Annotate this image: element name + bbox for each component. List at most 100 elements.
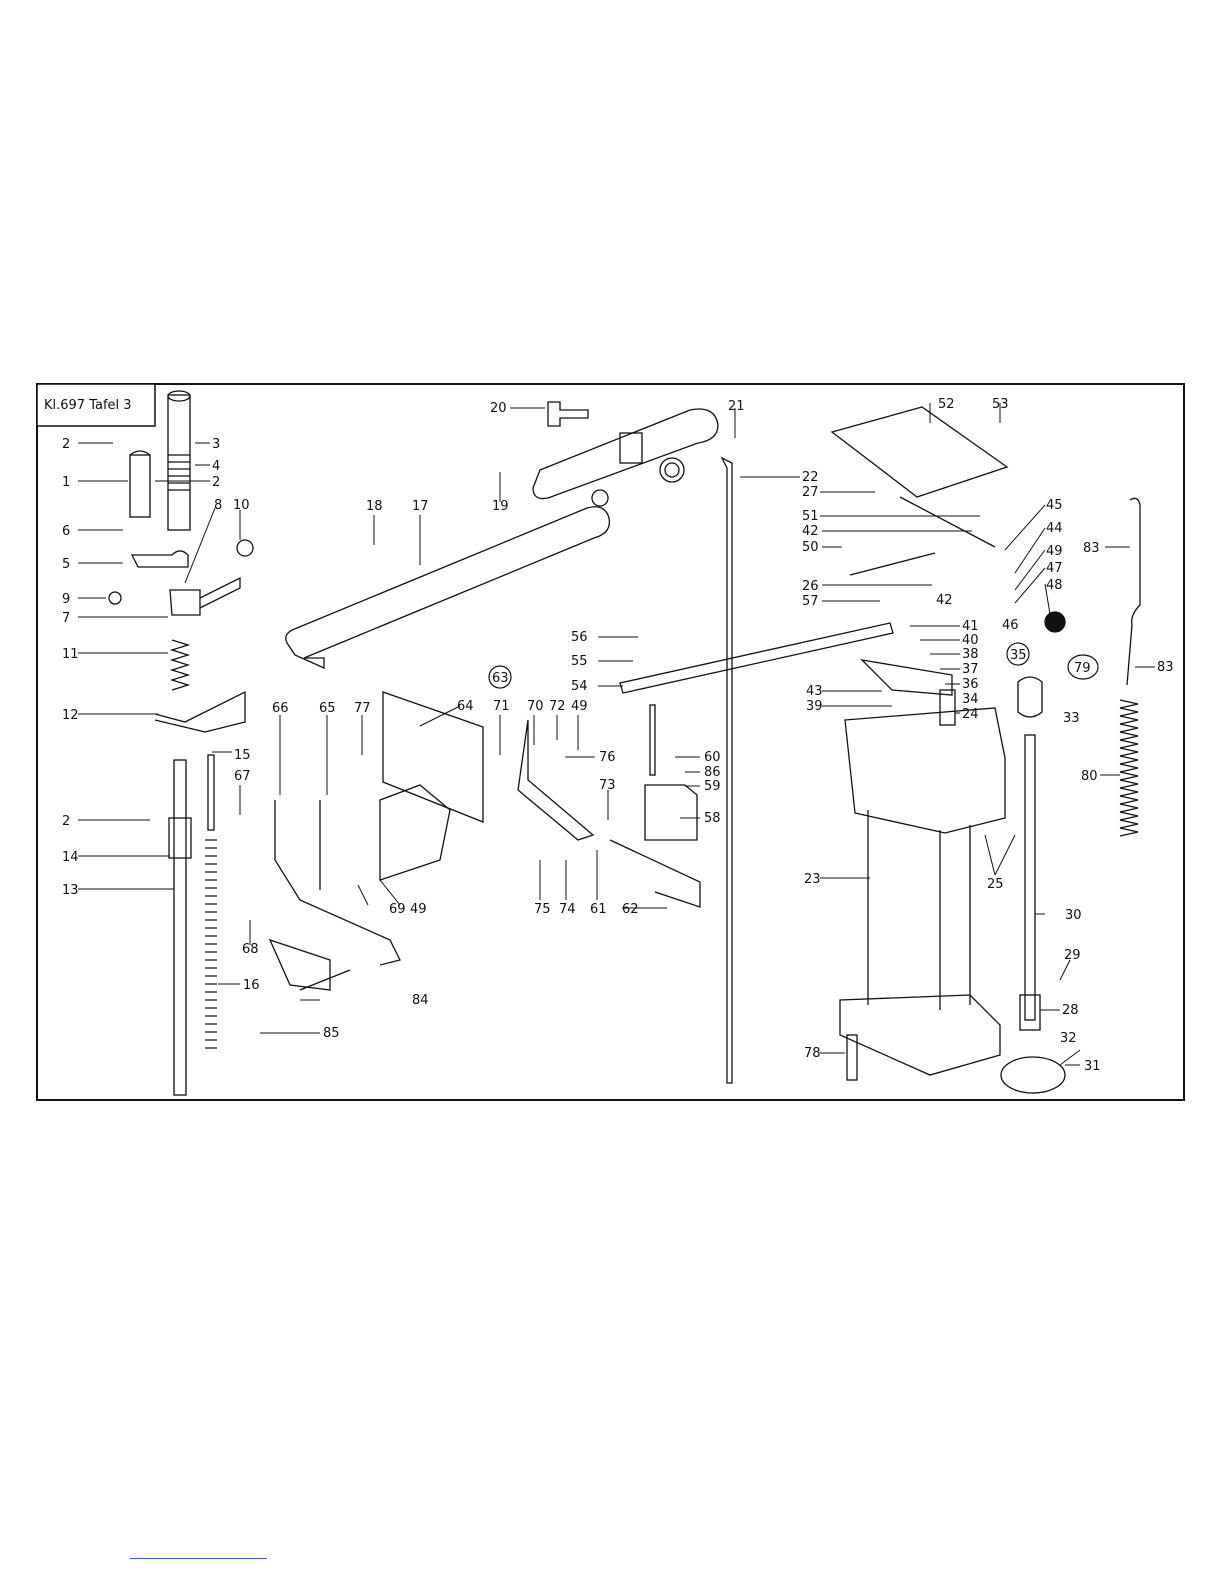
label-part-80: 80 — [1081, 769, 1098, 784]
label-part-7: 7 — [62, 611, 70, 626]
label-part-74: 74 — [559, 902, 576, 917]
lever-66 — [275, 800, 400, 965]
label-part-1: 1 — [62, 475, 70, 490]
label-part-57: 57 — [802, 594, 819, 609]
rod-15 — [208, 755, 214, 830]
label-part-33: 33 — [1063, 711, 1080, 726]
circled-ref-63: 63 — [489, 666, 511, 688]
label-part-49: 49 — [571, 699, 588, 714]
label-part-13: 13 — [62, 883, 79, 898]
label-part-34: 34 — [962, 692, 979, 707]
label-part-29: 29 — [1064, 948, 1081, 963]
label-part-20: 20 — [490, 401, 507, 416]
pin-1 — [130, 455, 150, 517]
label-part-69: 69 — [389, 902, 406, 917]
lever-19 — [533, 409, 718, 499]
bar-54 — [620, 623, 893, 693]
lever-17 — [286, 507, 610, 668]
bolt-20 — [548, 402, 588, 426]
label-part-54: 54 — [571, 679, 588, 694]
label-part-76: 76 — [599, 750, 616, 765]
label-part-86: 86 — [704, 765, 721, 780]
plate-12 — [155, 692, 245, 732]
label-part-19: 19 — [492, 499, 509, 514]
label-part-46: 46 — [1002, 618, 1019, 633]
label-part-73: 73 — [599, 778, 616, 793]
label-part-25: 25 — [987, 877, 1004, 892]
label-part-71: 71 — [493, 699, 510, 714]
label-part-39: 39 — [806, 699, 823, 714]
plate-52 — [832, 407, 1007, 497]
clip-84 — [270, 940, 330, 990]
lever-70 — [518, 720, 593, 840]
label-part-15: 15 — [234, 748, 251, 763]
label-part-42: 42 — [936, 593, 953, 608]
label-part-56: 56 — [571, 630, 588, 645]
footnote-rule — [130, 1558, 267, 1559]
svg-text:79: 79 — [1074, 661, 1091, 676]
label-part-4: 4 — [212, 459, 220, 474]
label-part-55: 55 — [571, 654, 588, 669]
circled-ref-79: 79 — [1068, 655, 1098, 679]
label-part-47: 47 — [1046, 561, 1063, 576]
label-part-78: 78 — [804, 1046, 821, 1061]
label-part-30: 30 — [1065, 908, 1082, 923]
label-part-65: 65 — [319, 701, 336, 716]
label-part-67: 67 — [234, 769, 251, 784]
knob-48 — [1045, 612, 1065, 632]
label-part-24: 24 — [962, 707, 979, 722]
label-part-21: 21 — [728, 399, 745, 414]
label-part-77: 77 — [354, 701, 371, 716]
block-58 — [645, 785, 697, 840]
label-part-23: 23 — [804, 872, 821, 887]
bracket-7 — [170, 578, 240, 615]
label-part-52: 52 — [938, 397, 955, 412]
bracket-62 — [610, 840, 700, 907]
label-part-53: 53 — [992, 397, 1009, 412]
label-part-45: 45 — [1046, 498, 1063, 513]
label-part-5: 5 — [62, 557, 70, 572]
label-part-10: 10 — [233, 498, 250, 513]
label-part-49: 49 — [1046, 544, 1063, 559]
foot-base — [840, 995, 1000, 1075]
label-part-61: 61 — [590, 902, 607, 917]
label-part-70: 70 — [527, 699, 544, 714]
label-part-9: 9 — [62, 592, 70, 607]
label-part-2: 2 — [62, 814, 70, 829]
label-part-83: 83 — [1083, 541, 1100, 556]
label-part-26: 26 — [802, 579, 819, 594]
coil-21 — [660, 458, 684, 482]
label-part-85: 85 — [323, 1026, 340, 1041]
shaft-13 — [174, 760, 186, 1095]
label-part-3: 3 — [212, 437, 220, 452]
label-part-28: 28 — [1062, 1003, 1079, 1018]
spring-11 — [172, 640, 188, 690]
label-part-66: 66 — [272, 701, 289, 716]
label-part-75: 75 — [534, 902, 551, 917]
label-part-60: 60 — [704, 750, 721, 765]
label-part-49: 49 — [410, 902, 427, 917]
spring-51 — [900, 497, 995, 547]
circled-ref-35: 35 — [1007, 643, 1029, 665]
label-part-17: 17 — [412, 499, 429, 514]
base-23 — [845, 708, 1005, 833]
spring-50 — [850, 553, 935, 575]
collar-14 — [169, 818, 191, 858]
label-part-16: 16 — [243, 978, 260, 993]
label-part-50: 50 — [802, 540, 819, 555]
label-part-18: 18 — [366, 499, 383, 514]
label-part-72: 72 — [549, 699, 566, 714]
label-part-22: 22 — [802, 470, 819, 485]
label-part-37: 37 — [962, 662, 979, 677]
rod-22 — [722, 458, 732, 1083]
label-part-62: 62 — [622, 902, 639, 917]
hook-83 — [1127, 498, 1140, 685]
label-part-11: 11 — [62, 647, 79, 662]
label-part-14: 14 — [62, 850, 79, 865]
label-part-59: 59 — [704, 779, 721, 794]
label-part-68: 68 — [242, 942, 259, 957]
bracket-36 — [862, 660, 952, 695]
label-part-32: 32 — [1060, 1031, 1077, 1046]
label-part-2: 2 — [62, 437, 70, 452]
